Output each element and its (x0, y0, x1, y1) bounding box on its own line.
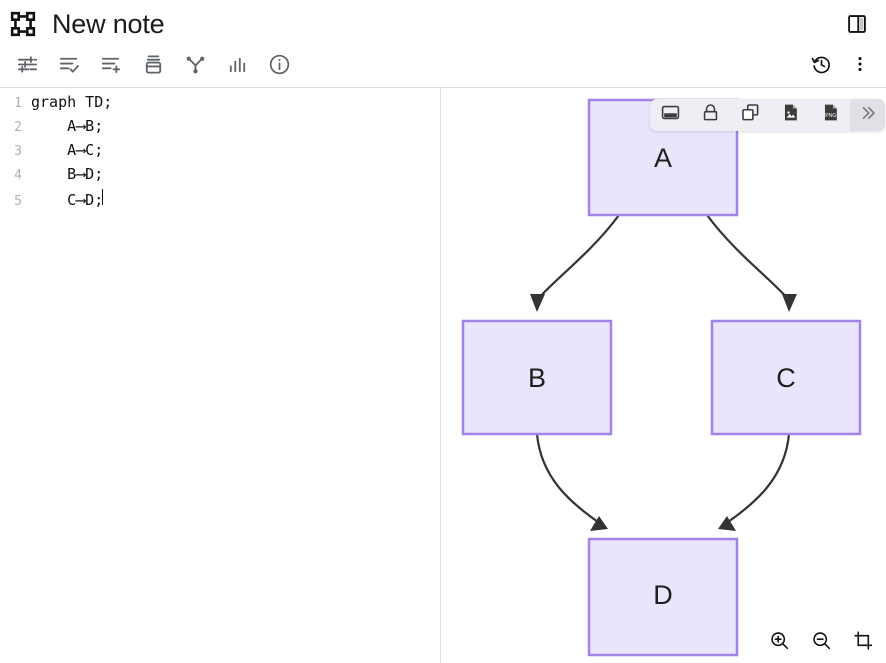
diagram-preview-pane[interactable]: A B C D (441, 88, 886, 663)
info-circle-icon (268, 53, 291, 81)
line-text: B⟶D; (31, 165, 104, 183)
copy-icon (741, 103, 760, 127)
main-toolbar (0, 46, 886, 87)
code-line[interactable]: 1 graph TD; (0, 93, 440, 117)
code-line[interactable]: 3 A⟶C; (0, 141, 440, 165)
png-file-icon: PNG (821, 103, 840, 127)
chevron-double-right-icon (859, 104, 877, 127)
database-stack-icon (142, 53, 165, 81)
checklist-button[interactable] (48, 48, 90, 86)
git-branch-icon (184, 53, 207, 81)
text-cursor (102, 189, 104, 205)
pane-divider[interactable] (440, 88, 441, 663)
node-c-shape (710, 319, 862, 436)
line-text: A⟶B; (31, 117, 104, 135)
diagram-button[interactable] (174, 48, 216, 86)
transform-frame-icon (8, 9, 38, 39)
edge-a-to-c (706, 214, 797, 312)
more-vertical-icon (850, 54, 870, 79)
svg-text:PNG: PNG (825, 113, 836, 119)
export-png-button[interactable]: PNG (810, 99, 850, 131)
diagram-node-c[interactable]: C (710, 319, 862, 436)
line-text: C⟶D; (31, 191, 104, 209)
node-a-label: A (654, 143, 672, 173)
zoom-out-icon (811, 630, 832, 656)
line-number: 3 (14, 144, 22, 159)
caption-button[interactable] (650, 99, 690, 131)
code-line[interactable]: 2 A⟶B; (0, 117, 440, 141)
export-svg-button[interactable] (770, 99, 810, 131)
code-line[interactable]: 4 B⟶D; (0, 165, 440, 189)
node-b-label: B (528, 363, 546, 393)
page-title[interactable]: New note (52, 9, 165, 39)
toolbar-divider (0, 87, 886, 88)
caption-box-icon (661, 103, 680, 127)
more-tools-button[interactable] (850, 99, 885, 131)
add-list-button[interactable] (90, 48, 132, 86)
zoom-controls (766, 630, 876, 656)
line-number: 2 (14, 120, 22, 135)
tune-sliders-icon (16, 53, 39, 81)
edge-c-to-d (718, 433, 791, 531)
info-button[interactable] (258, 48, 300, 86)
edge-a-to-b (530, 214, 620, 312)
checklist-icon (58, 53, 81, 81)
line-number: 4 (14, 168, 22, 183)
line-text: A⟶C; (31, 141, 104, 159)
fit-to-screen-button[interactable] (850, 630, 876, 656)
add-to-list-icon (100, 53, 123, 81)
chart-button[interactable] (216, 48, 258, 86)
copy-button[interactable] (730, 99, 770, 131)
node-b-shape (461, 319, 613, 436)
tune-button[interactable] (6, 48, 48, 86)
flowchart-diagram: A B C D (461, 98, 862, 657)
zoom-out-button[interactable] (808, 630, 834, 656)
code-line[interactable]: 5 C⟶D; (0, 189, 440, 213)
fit-crop-icon (853, 630, 874, 656)
more-options-button[interactable] (842, 48, 878, 86)
history-icon (811, 54, 832, 80)
line-number: 1 (14, 96, 22, 111)
zoom-in-button[interactable] (766, 630, 792, 656)
database-button[interactable] (132, 48, 174, 86)
lock-button[interactable] (690, 99, 730, 131)
node-d-shape (587, 537, 739, 657)
edge-b-to-d (535, 433, 608, 531)
zoom-in-icon (769, 630, 790, 656)
split-panel-icon[interactable] (842, 9, 872, 39)
code-lines: 1 graph TD; 2 A⟶B; 3 A⟶C; 4 B⟶D; 5 C⟶D; (0, 88, 440, 213)
toolbar-left-group (0, 48, 300, 86)
line-text: graph TD; (31, 93, 113, 111)
app-header: New note (0, 0, 886, 48)
line-number: 5 (14, 194, 22, 209)
history-button[interactable] (800, 48, 842, 86)
bar-chart-icon (226, 53, 249, 81)
lock-icon (701, 103, 720, 127)
diagram-floating-toolbar: PNG (650, 99, 885, 131)
diagram-node-b[interactable]: B (461, 319, 613, 436)
image-file-icon (781, 103, 800, 127)
node-d-label: D (653, 580, 673, 610)
toolbar-right-group (800, 48, 886, 86)
code-editor-pane[interactable]: 1 graph TD; 2 A⟶B; 3 A⟶C; 4 B⟶D; 5 C⟶D; (0, 88, 440, 663)
node-c-label: C (776, 363, 796, 393)
diagram-node-d[interactable]: D (587, 537, 739, 657)
